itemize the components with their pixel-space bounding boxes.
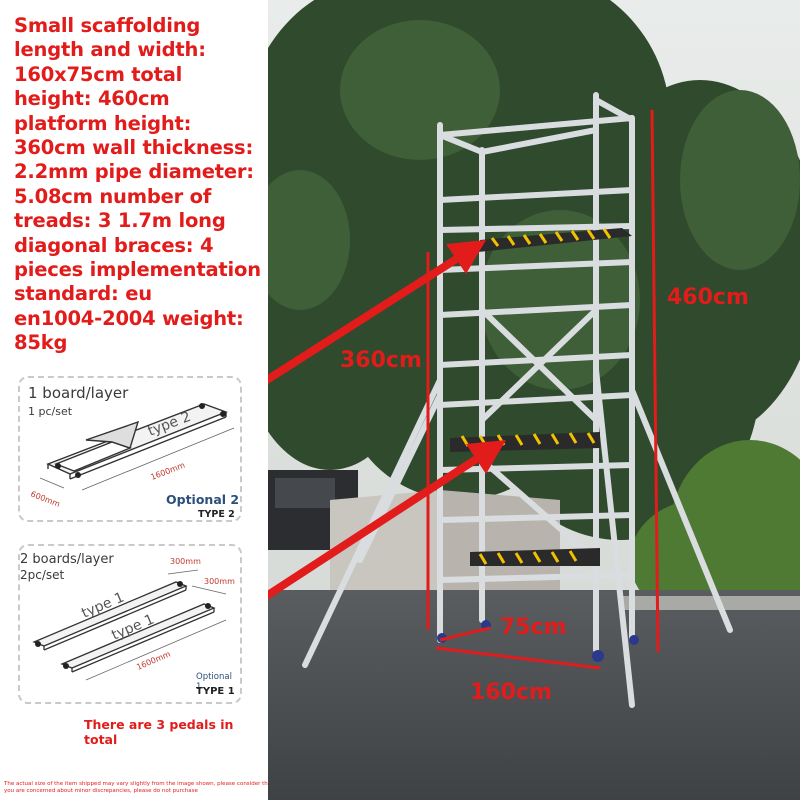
type1-width-label-a: 300mm <box>170 557 201 566</box>
type2-type-label: TYPE 2 <box>198 509 235 520</box>
type1-board-illustration: type 1 type 1 300mm 300mm 1600mm <box>32 557 235 681</box>
platforms <box>450 228 632 566</box>
type2-subtitle: 1 pc/set <box>28 405 73 418</box>
total-height-label: 460cm <box>667 285 749 310</box>
scaffold-scene <box>268 0 800 800</box>
width-label: 75cm <box>500 615 567 640</box>
type1-width-label-b: 300mm <box>204 577 235 586</box>
platform-height-label: 360cm <box>340 348 422 373</box>
type1-title: 2 boards/layer <box>20 552 114 567</box>
type2-option-label: Optional 2 <box>166 492 240 507</box>
type1-length-label: 1600mm <box>135 649 172 671</box>
type2-board-illustration: type 2 1600mm 600mm <box>29 403 235 509</box>
board-option-type1-card: 2 boards/layer 2pc/set <box>18 544 242 704</box>
type1-type-label: TYPE 1 <box>196 686 235 697</box>
length-label: 160cm <box>470 680 552 705</box>
spec-description: Small scaffolding length and width: 160x… <box>14 14 261 355</box>
scaffold-photo: 360cm 460cm 75cm 160cm <box>268 0 800 800</box>
board-option-type2-card: 1 board/layer 1 pc/set ty <box>18 376 242 522</box>
type2-width-label: 600mm <box>29 489 61 509</box>
type1-option-label: Optional 1 <box>196 672 232 692</box>
spec-panel: Small scaffolding length and width: 160x… <box>0 0 390 800</box>
pointer-arrows <box>268 240 506 600</box>
disclaimer: The actual size of the item shipped may … <box>4 781 390 794</box>
type1-subtitle: 2pc/set <box>20 568 65 582</box>
type2-length-label: 1600mm <box>149 461 186 482</box>
pedals-note: There are 3 pedals in total <box>84 717 234 747</box>
type2-title: 1 board/layer <box>28 384 129 402</box>
